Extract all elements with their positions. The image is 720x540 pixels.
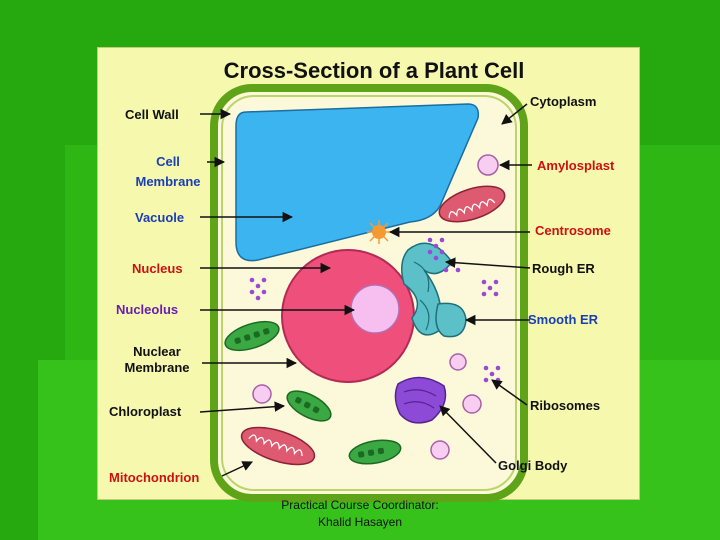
mitochondrion <box>438 185 506 223</box>
label-smooth-er: Smooth ER <box>528 312 599 327</box>
chloroplast <box>286 390 332 422</box>
label-centrosome: Centrosome <box>535 223 611 238</box>
label-chloroplast: Chloroplast <box>109 404 182 419</box>
label-nuclear-membrane-line1: Nuclear <box>133 344 181 359</box>
label-cytoplasm: Cytoplasm <box>530 94 596 109</box>
label-cell-membrane-line1: Cell <box>156 154 180 169</box>
label-amyloplast: Amylosplast <box>537 158 615 173</box>
label-nucleolus: Nucleolus <box>116 302 178 317</box>
diagram-title: Cross-Section of a Plant Cell <box>224 58 525 83</box>
pointer-lines <box>199 108 356 477</box>
label-nucleus: Nucleus <box>132 261 183 276</box>
label-ribosomes: Ribosomes <box>530 398 600 413</box>
mitochondrion <box>240 426 316 466</box>
label-golgi-body: Golgi Body <box>498 458 568 473</box>
amyloplast <box>430 440 450 460</box>
amyloplast <box>252 384 272 404</box>
centrosome <box>367 220 391 244</box>
vacuole <box>235 103 480 262</box>
label-cell-wall: Cell Wall <box>125 107 179 122</box>
label-rough-er: Rough ER <box>532 261 595 276</box>
chloroplast <box>224 320 280 352</box>
amyloplast <box>477 154 499 176</box>
label-mitochondrion: Mitochondrion <box>109 470 199 485</box>
smooth-er <box>435 302 467 338</box>
nucleolus <box>350 284 400 334</box>
label-cell-membrane-line2: Membrane <box>135 174 200 189</box>
cell-membrane <box>221 95 517 491</box>
slide-footer: Practical Course Coordinator: Khalid Has… <box>0 497 720 531</box>
label-nuclear-membrane-line2: Membrane <box>124 360 189 375</box>
amyloplast <box>462 394 482 414</box>
label-vacuole: Vacuole <box>135 210 184 225</box>
golgi-body <box>394 376 447 424</box>
chloroplast <box>348 439 402 465</box>
footer-line-2: Khalid Hasayen <box>317 515 403 529</box>
pointer-lines <box>388 103 532 464</box>
footer-line-1: Practical Course Coordinator: <box>281 498 439 512</box>
amyloplast <box>449 353 467 371</box>
